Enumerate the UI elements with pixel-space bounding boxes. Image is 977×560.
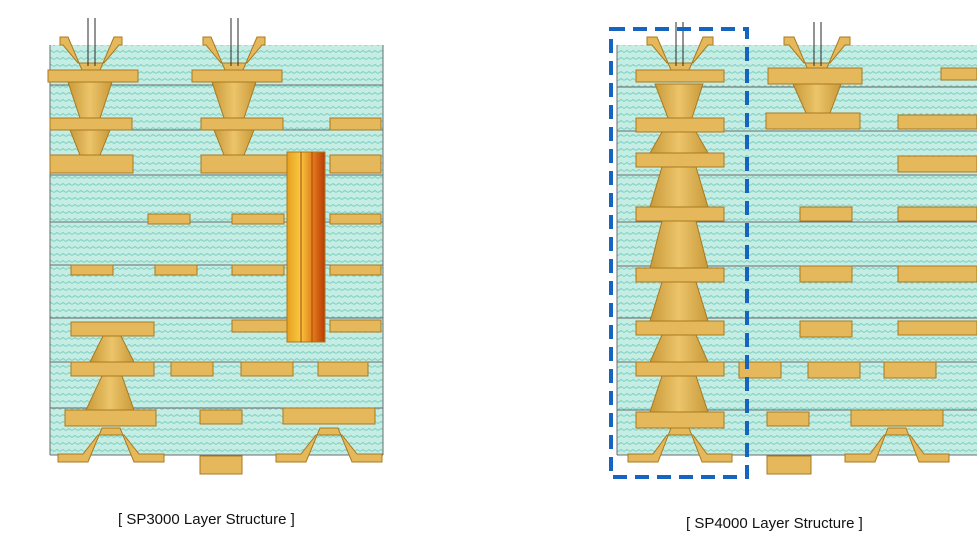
copper-pad [897,206,977,222]
microvia [792,83,842,114]
copper-pad [799,265,853,283]
copper-pad [635,206,725,222]
microvia [649,375,709,413]
copper-pad [199,455,243,475]
surface-via-cup [275,427,383,463]
copper-pad [170,361,214,377]
surface-via-cup [627,427,733,463]
copper-pad [799,320,853,338]
copper-pad [70,321,155,337]
copper-pad [191,69,283,83]
copper-pad [766,411,810,427]
copper-pad [70,264,114,276]
copper-pad [317,361,369,377]
sp3000-caption: [ SP3000 Layer Structure ] [118,511,295,528]
copper-pad [240,361,294,377]
copper-pad [635,320,725,336]
plated-through-hole [286,151,326,343]
sp4000-diagram [609,22,977,479]
copper-pad [850,409,944,427]
surface-via-cup [844,427,950,463]
copper-pad [329,154,382,174]
copper-pad [897,114,977,130]
copper-pad [200,117,284,131]
copper-pad [147,213,191,225]
copper-pad [329,213,382,225]
microvia [654,83,704,119]
highlight-box [609,27,749,479]
copper-pad [329,117,382,131]
copper-pad [329,319,382,333]
copper-pad [199,409,243,425]
copper-pad [766,455,812,475]
sp3000-diagram [47,18,384,475]
copper-pad [883,361,937,379]
copper-pad [200,154,290,174]
copper-pad [231,319,288,333]
copper-pad [897,155,977,173]
microvia [649,131,709,154]
copper-pad [897,320,977,336]
copper-pad [231,264,285,276]
copper-pad [635,411,725,429]
microvia [649,281,709,322]
copper-pad [635,117,725,133]
microvia [211,81,257,119]
microvia [213,129,255,156]
copper-pad [64,409,157,427]
copper-pad [47,69,139,83]
copper-pad [807,361,861,379]
copper-pad [635,361,725,377]
copper-pad [282,407,376,425]
copper-pad [897,265,977,283]
copper-pad [940,67,977,81]
copper-pad [70,361,155,377]
copper-pad [738,361,782,379]
copper-pad [49,154,134,174]
copper-pad [635,152,725,168]
copper-pad [767,67,863,85]
copper-pad [635,69,725,83]
copper-pad [154,264,198,276]
microvia [649,220,709,269]
microvia [85,375,135,411]
microvia [649,334,709,363]
copper-pad [765,112,861,130]
microvia [69,129,111,156]
microvia [89,335,135,363]
microvia [649,166,709,208]
copper-pad [231,213,285,225]
copper-pad [49,117,133,131]
sp4000-caption: [ SP4000 Layer Structure ] [686,515,863,532]
copper-pad [635,267,725,283]
copper-pad [329,264,382,276]
copper-pad [799,206,853,222]
microvia [67,81,113,119]
surface-via-cup [57,427,165,463]
